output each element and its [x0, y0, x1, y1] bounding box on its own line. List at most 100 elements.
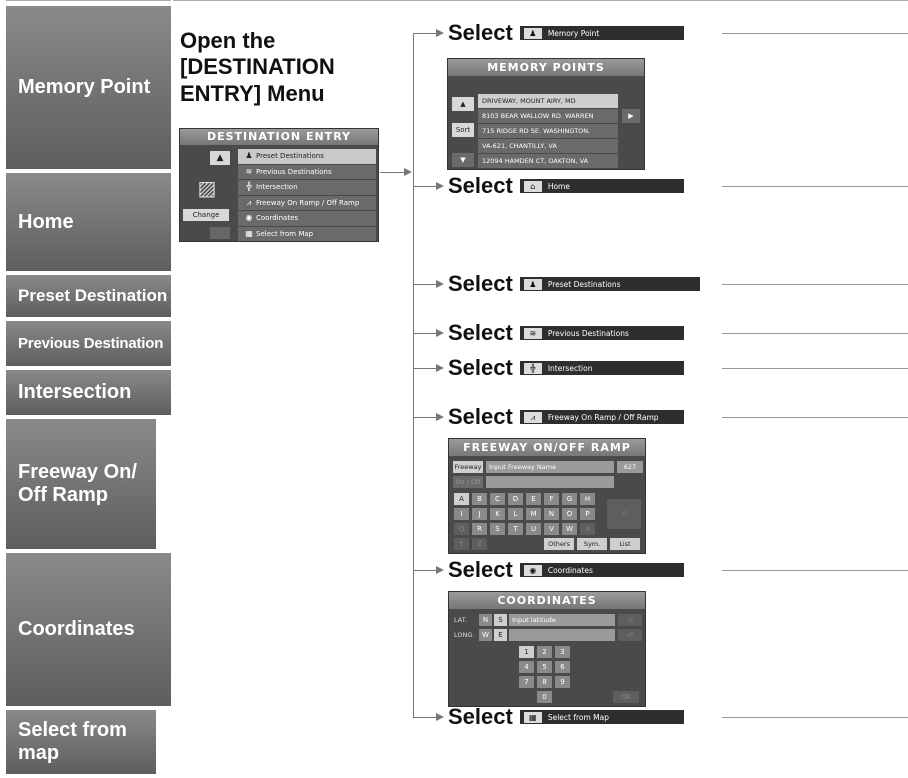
key[interactable]: 2 — [537, 646, 552, 658]
home-button[interactable]: ⌂Home — [519, 179, 684, 193]
select-word: Select — [448, 271, 513, 296]
north-button[interactable]: N — [479, 614, 492, 626]
key[interactable]: M — [526, 508, 541, 520]
change-button[interactable]: Change — [183, 209, 229, 221]
scroll-up-button[interactable]: ▲ — [452, 97, 474, 111]
select-row-previous: Select ≋Previous Destinations — [448, 320, 684, 345]
freeway-name-input[interactable]: Input Freeway Name — [486, 461, 614, 473]
memory-point-item[interactable]: 12094 HAMDEN CT, OAKTON, VA — [478, 154, 618, 168]
branch-arrow-5 — [436, 364, 444, 372]
key[interactable]: D — [508, 493, 523, 505]
key[interactable]: U — [526, 523, 541, 535]
person-pin-icon: ♟ — [245, 151, 253, 160]
next-arrow-icon[interactable]: ▶ — [622, 109, 640, 123]
menu-item-preset-destinations[interactable]: ♟Preset Destinations — [238, 149, 376, 164]
key[interactable]: 9 — [555, 676, 570, 688]
sym-button[interactable]: Sym. — [577, 538, 607, 550]
longitude-input[interactable] — [509, 629, 615, 641]
menu-item-select-from-map[interactable]: ▦Select from Map — [238, 226, 376, 241]
intersection-button[interactable]: ╬Intersection — [519, 361, 684, 375]
key[interactable]: N — [544, 508, 559, 520]
key[interactable]: A — [454, 493, 469, 505]
key[interactable]: C — [490, 493, 505, 505]
enter-icon[interactable]: ⏎ — [607, 499, 641, 529]
key[interactable]: 4 — [519, 661, 534, 673]
preset-destinations-button[interactable]: ♟Preset Destinations — [519, 277, 700, 291]
freeway-toggle[interactable]: Freeway — [453, 461, 483, 473]
freeway-button[interactable]: ⩘Freeway On Ramp / Off Ramp — [519, 410, 684, 424]
connector-arrowhead-menu — [404, 168, 412, 176]
memory-point-button[interactable]: ♟Memory Point — [519, 26, 684, 40]
branch-line-4 — [413, 333, 439, 334]
menu-item-freeway[interactable]: ⩘Freeway On Ramp / Off Ramp — [238, 195, 376, 210]
key[interactable]: P — [580, 508, 595, 520]
coordinates-button[interactable]: ◉Coordinates — [519, 563, 684, 577]
lat-enter-icon[interactable]: ⏎ — [618, 614, 642, 626]
key[interactable]: T — [508, 523, 523, 535]
key[interactable]: O — [562, 508, 577, 520]
branch-arrow-2 — [436, 182, 444, 190]
category-select-from-map: Select from map — [6, 710, 156, 774]
key[interactable]: K — [490, 508, 505, 520]
freeway-icon: ⩘ — [246, 197, 252, 207]
key[interactable]: L — [508, 508, 523, 520]
person-pin-icon: ♟ — [523, 27, 542, 39]
scroll-down-button[interactable]: ▼ — [452, 153, 474, 167]
menu-item-coordinates[interactable]: ◉Coordinates — [238, 211, 376, 226]
memory-point-item[interactable]: DRIVEWAY, MOUNT AIRY, MD — [478, 94, 618, 108]
east-button[interactable]: E — [494, 629, 507, 641]
scroll-up-button[interactable]: ▲ — [210, 151, 230, 165]
key[interactable]: S — [490, 523, 505, 535]
key[interactable]: 0 — [537, 691, 552, 703]
long-enter-icon[interactable]: ⏎ — [618, 629, 642, 641]
menu-item-previous-destinations[interactable]: ≋Previous Destinations — [238, 164, 376, 179]
key[interactable]: Y — [454, 538, 469, 550]
previous-destinations-button[interactable]: ≋Previous Destinations — [519, 326, 684, 340]
right-rule-5 — [722, 368, 908, 369]
right-rule-6 — [722, 417, 908, 418]
key[interactable]: F — [544, 493, 559, 505]
key[interactable]: 3 — [555, 646, 570, 658]
branch-arrow-6 — [436, 413, 444, 421]
branch-line-8 — [413, 717, 439, 718]
key[interactable]: H — [580, 493, 595, 505]
west-button[interactable]: W — [479, 629, 492, 641]
memory-point-item[interactable]: VA-621, CHANTILLY, VA — [478, 139, 618, 153]
memory-point-item[interactable]: 8103 BEAR WALLOW RD. WARREN — [478, 109, 618, 123]
key[interactable]: E — [526, 493, 541, 505]
key[interactable]: J — [472, 508, 487, 520]
key[interactable]: V — [544, 523, 559, 535]
branch-arrow-8 — [436, 713, 444, 721]
on-off-field[interactable] — [486, 476, 614, 488]
key[interactable]: 8 — [537, 676, 552, 688]
key[interactable]: Q — [454, 523, 469, 535]
key[interactable]: R — [472, 523, 487, 535]
sort-button[interactable]: Sort — [452, 123, 474, 137]
on-off-toggle[interactable]: On / Off — [453, 476, 483, 488]
intersection-icon: ╬ — [246, 182, 252, 191]
branch-line-2 — [413, 186, 439, 187]
south-button[interactable]: S — [494, 614, 507, 626]
key[interactable]: X — [580, 523, 595, 535]
key[interactable]: G — [562, 493, 577, 505]
key[interactable]: W — [562, 523, 577, 535]
select-word: Select — [448, 20, 513, 45]
key[interactable]: 6 — [555, 661, 570, 673]
menu-item-intersection[interactable]: ╬Intersection — [238, 180, 376, 195]
key[interactable]: 7 — [519, 676, 534, 688]
others-button[interactable]: Others — [544, 538, 574, 550]
branch-arrow-4 — [436, 329, 444, 337]
key[interactable]: 5 — [537, 661, 552, 673]
ok-button[interactable]: OK — [613, 691, 639, 703]
key[interactable]: Z — [472, 538, 487, 550]
key[interactable]: B — [472, 493, 487, 505]
select-from-map-button[interactable]: ▦Select from Map — [519, 710, 684, 724]
branch-line-6 — [413, 417, 439, 418]
list-button[interactable]: List — [610, 538, 640, 550]
latitude-input[interactable]: Input latitude — [509, 614, 615, 626]
scroll-down-button[interactable] — [210, 227, 230, 239]
key[interactable]: 1 — [519, 646, 534, 658]
destination-entry-screen: DESTINATION ENTRY ▲ ▨ Change ♟Preset Des… — [179, 128, 379, 242]
key[interactable]: I — [454, 508, 469, 520]
memory-point-item[interactable]: 715 RIDGE RD SE. WASHINGTON. — [478, 124, 618, 138]
